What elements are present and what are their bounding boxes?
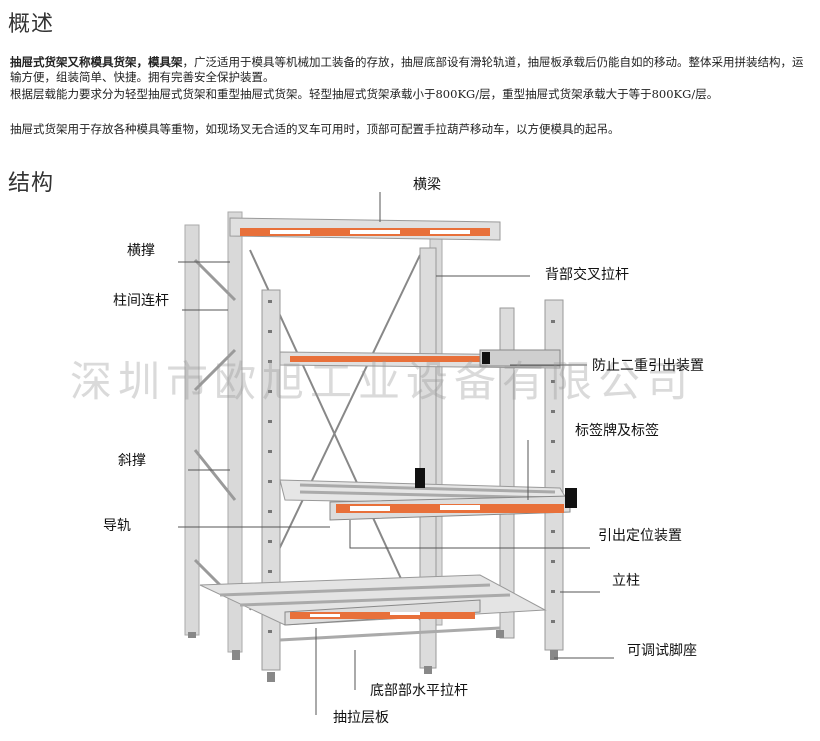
label-brace: 横撑 — [127, 243, 155, 259]
label-label-plate: 标签牌及标签 — [575, 423, 659, 439]
middle-shelf — [279, 349, 561, 369]
overview-paragraph-3: 抽屉式货架用于存放各种模具等重物，如现场叉无合适的叉车可用时，顶部可配置手拉葫芦… — [10, 122, 620, 136]
label-column-link: 柱间连杆 — [113, 293, 169, 309]
overview-paragraph-1: 抽屉式货架又称模具货架，模具架，广泛适用于模具等机械加工装备的存放，抽屉底部设有… — [10, 55, 810, 85]
pulled-drawer — [279, 468, 577, 521]
side-brace — [193, 258, 237, 602]
bottom-tie-bar — [279, 626, 501, 642]
leader-lines — [178, 192, 614, 715]
label-back-cross: 背部交叉拉杆 — [545, 267, 629, 283]
label-upright: 立柱 — [612, 573, 640, 589]
structure-heading: 结构 — [8, 171, 55, 196]
label-diagonal: 斜撑 — [118, 453, 146, 469]
label-bottom-bar: 底部部水平拉杆 — [370, 683, 468, 699]
label-rail: 导轨 — [103, 518, 131, 534]
label-drawer-board: 抽拉层板 — [333, 710, 389, 726]
overview-paragraph-2: 根据层载能力要求分为轻型抽屉式货架和重型抽屉式货架。轻型抽屉式货架承载小于800… — [10, 87, 719, 101]
upright-holes — [268, 300, 555, 633]
product-name: 抽屉式货架又称模具货架，模具架 — [10, 55, 183, 69]
label-pull-lock: 引出定位装置 — [598, 528, 682, 544]
label-anti-double: 防止二重引出装置 — [592, 358, 704, 374]
label-foot: 可调试脚座 — [627, 643, 697, 659]
adjustable-feet — [188, 630, 558, 682]
overview-heading: 概述 — [8, 12, 55, 37]
top-beam — [229, 217, 501, 241]
overview-text-1: ，广泛适用于模具等机械加工装备的存放，抽屉底部设有滑轮轨道，抽屉板承载后仍能自如… — [10, 55, 804, 84]
label-beam: 横梁 — [413, 177, 441, 193]
bottom-drawer — [199, 574, 547, 626]
watermark: 深圳市欧旭工业设备有限公司 — [70, 357, 695, 406]
